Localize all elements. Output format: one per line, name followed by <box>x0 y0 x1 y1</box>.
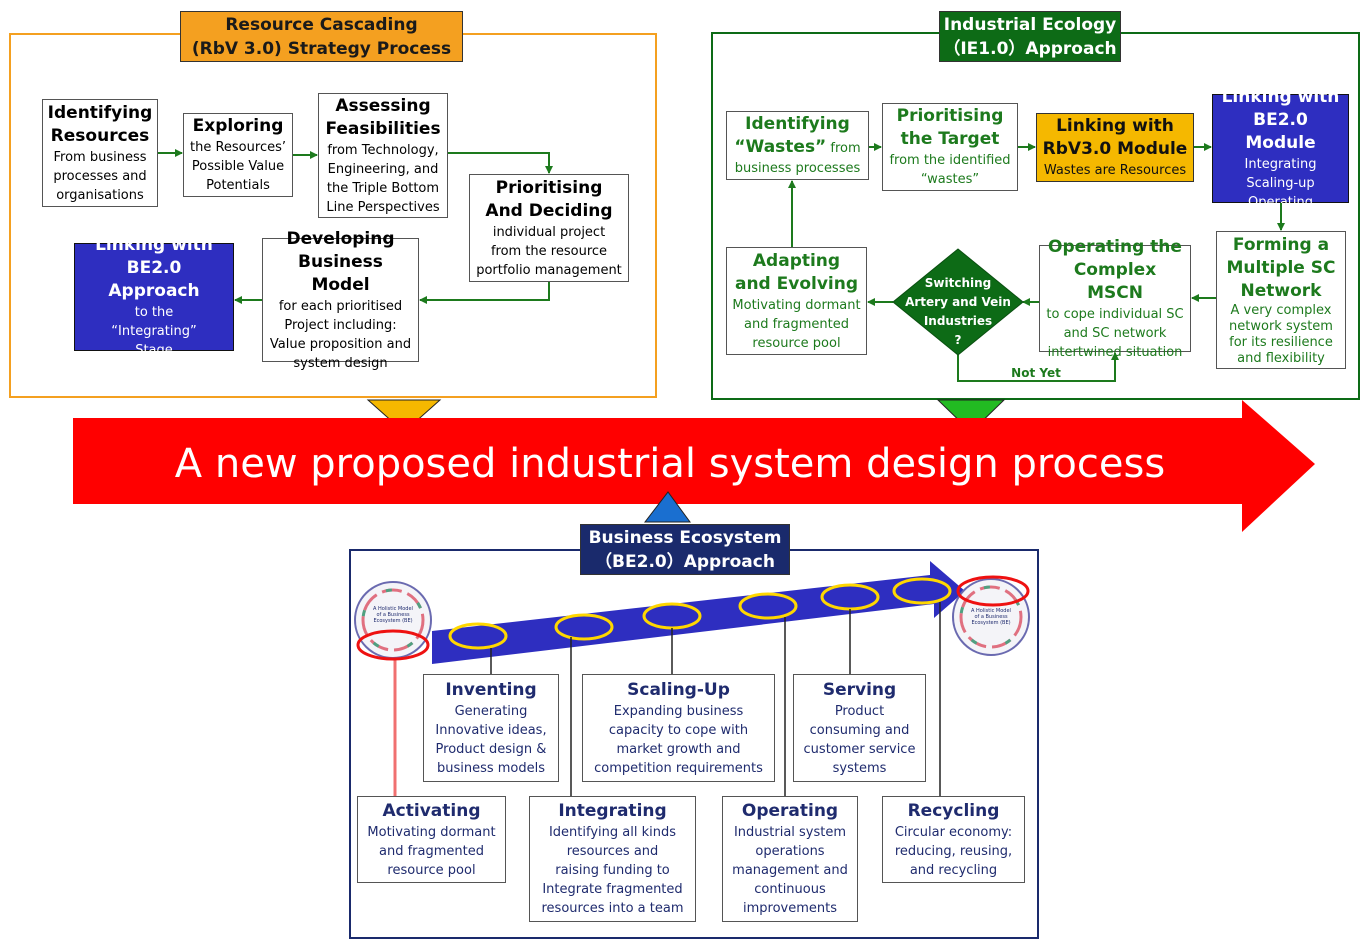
switching-decision-label: Switching Artery and Vein Industries ? <box>905 276 1011 347</box>
ie-identifying-wastes: Identifying “Wastes” from business proce… <box>726 111 869 180</box>
not-yet-label: Not Yet <box>1011 366 1061 380</box>
ie-forming-network: Forming a Multiple SC Network A very com… <box>1216 231 1346 369</box>
arrow-assess-prioritise <box>448 152 553 174</box>
be-scaling-up: Scaling-Up Expanding business capacity t… <box>582 674 775 782</box>
ie-down-pointer <box>936 399 1006 433</box>
be-up-pointer <box>643 491 691 523</box>
be-serving: Serving Product consuming and customer s… <box>793 674 926 782</box>
be-integrating: Integrating Identifying all kinds resour… <box>529 796 696 922</box>
be-logo-left-caption: A Holistic Model of a Business Ecosystem… <box>373 606 413 624</box>
be-logo-left <box>354 581 432 661</box>
arrow-not-yet-loop <box>957 352 1119 382</box>
ie-prioritising-target: Prioritising the Target from the identif… <box>882 103 1018 191</box>
be-title: Business Ecosystem （BE2.0）Approach <box>580 524 790 575</box>
rbv-developing-business-model: Developing Business Model for each prior… <box>262 229 419 371</box>
main-process-arrow <box>73 400 1315 532</box>
arrow-prioritise-develop <box>419 282 550 304</box>
be-recycling: Recycling Circular economy: reducing, re… <box>882 796 1025 883</box>
ie-adapting-evolving: Adapting and Evolving Motivating dormant… <box>726 247 867 355</box>
rbv-assessing: Assessing Feasibilities from Technology,… <box>318 93 448 218</box>
rbv-identifying-resources: Identifying Resources From business proc… <box>42 99 158 207</box>
ie-linking-be: Linking with BE2.0 Module Integrating Sc… <box>1212 87 1349 210</box>
be-logo-right-caption: A Holistic Model of a Business Ecosystem… <box>971 608 1011 626</box>
ie-linking-rbv: Linking with RbV3.0 Module Wastes are Re… <box>1036 113 1194 182</box>
be-logo-right <box>952 575 1030 656</box>
be-inventing: Inventing Generating Innovative ideas, P… <box>423 674 559 782</box>
rbv-prioritising: Prioritising And Deciding individual pro… <box>469 174 629 282</box>
activating-red-oval <box>356 629 430 661</box>
recycling-red-oval <box>956 575 1030 607</box>
ie-operating-mscn: Operating the Complex MSCN to cope indiv… <box>1039 237 1191 360</box>
stage-oval-4 <box>738 592 798 620</box>
stage-oval-6 <box>892 577 952 605</box>
stage-oval-2 <box>554 613 614 641</box>
stage-oval-1 <box>448 622 508 650</box>
be-activating: Activating Motivating dormant and fragme… <box>357 796 506 883</box>
main-process-title: A new proposed industrial system design … <box>174 441 1166 487</box>
rbv-linking-be: Linking with BE2.0 Approach to the “Inte… <box>74 235 234 358</box>
rbv-down-pointer <box>366 399 442 433</box>
ie-title: Industrial Ecology （IE1.0）Approach <box>939 11 1121 62</box>
switching-decision-diamond <box>892 248 1024 356</box>
rbv-exploring: Exploring the Resources’ Possible Value … <box>183 113 293 197</box>
rbv-title: Resource Cascading (RbV 3.0) Strategy Pr… <box>180 11 463 62</box>
be-operating: Operating Industrial system operations m… <box>722 796 858 922</box>
